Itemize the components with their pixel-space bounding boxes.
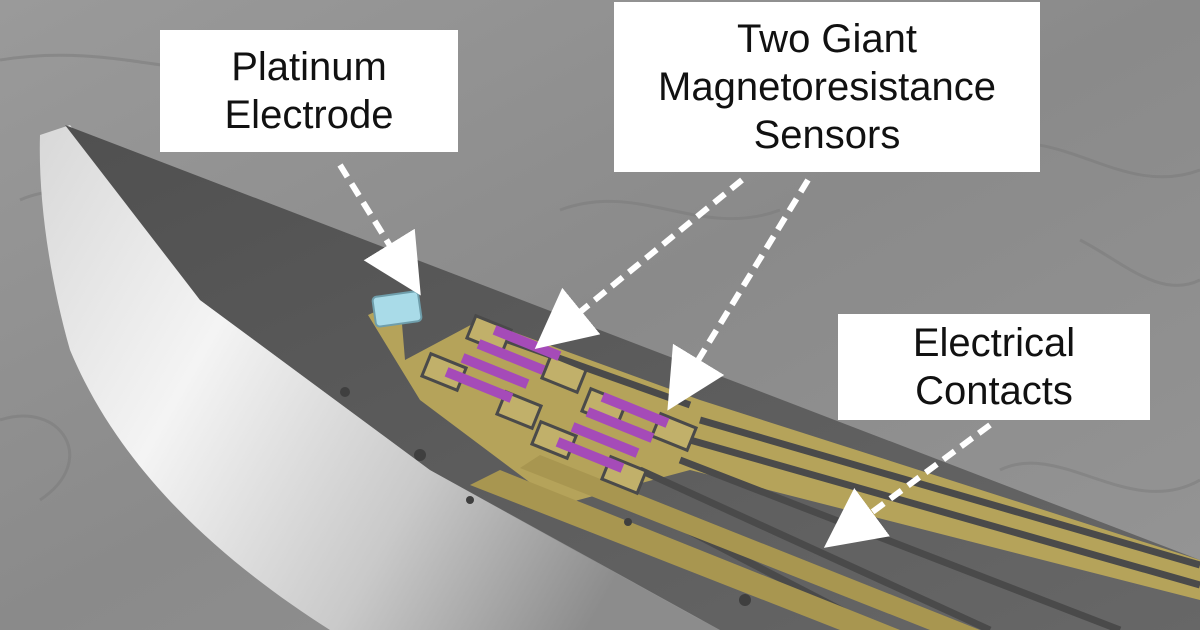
- callout-gmr-sensors: Two Giant Magnetoresistance Sensors: [614, 2, 1040, 172]
- arrow-to-gmr-1: [534, 177, 744, 349]
- callout-electrical-contacts: Electrical Contacts: [838, 314, 1150, 420]
- trace-gap: [699, 416, 1200, 569]
- sensor-pads: [419, 313, 699, 496]
- speck: [414, 449, 426, 461]
- callout-platinum-electrode: Platinum Electrode: [160, 30, 458, 152]
- arrow-to-contacts: [823, 422, 992, 548]
- gmr-sensor-1: [444, 325, 562, 403]
- gmr-strip: [585, 407, 655, 443]
- gmr-strip: [492, 325, 562, 361]
- gmr-strip: [476, 339, 546, 375]
- callout-line: Electrode: [224, 93, 394, 137]
- annotation-arrows: [337, 163, 992, 548]
- probe-side-face: [39, 125, 761, 630]
- trace-gap: [678, 456, 1122, 630]
- gmr-strip: [555, 437, 625, 473]
- gmr-sensor-2: [555, 392, 670, 473]
- callout-line: Platinum: [231, 45, 387, 89]
- callout-line: Magnetoresistance: [658, 65, 996, 109]
- gmr-strip: [444, 367, 514, 403]
- platinum-electrode: [371, 290, 423, 328]
- callout-line: Sensors: [753, 113, 901, 157]
- gold-trace-lower: [520, 455, 980, 630]
- speck: [624, 518, 632, 526]
- speck: [466, 496, 474, 504]
- surface-debris: [340, 387, 751, 606]
- trace-gap: [638, 466, 992, 630]
- callout-line: Contacts: [915, 369, 1073, 413]
- gold-trace-lower: [470, 470, 900, 630]
- trace-gap: [689, 436, 1200, 589]
- speck: [739, 594, 751, 606]
- speck: [340, 387, 350, 397]
- pad: [539, 353, 589, 395]
- gmr-strip: [570, 422, 640, 458]
- gmr-strip: [460, 353, 530, 389]
- arrow-to-gmr-2: [667, 178, 811, 411]
- gmr-strip: [600, 392, 670, 428]
- callout-line: Two Giant: [736, 17, 918, 61]
- callout-line: Electrical: [912, 321, 1076, 365]
